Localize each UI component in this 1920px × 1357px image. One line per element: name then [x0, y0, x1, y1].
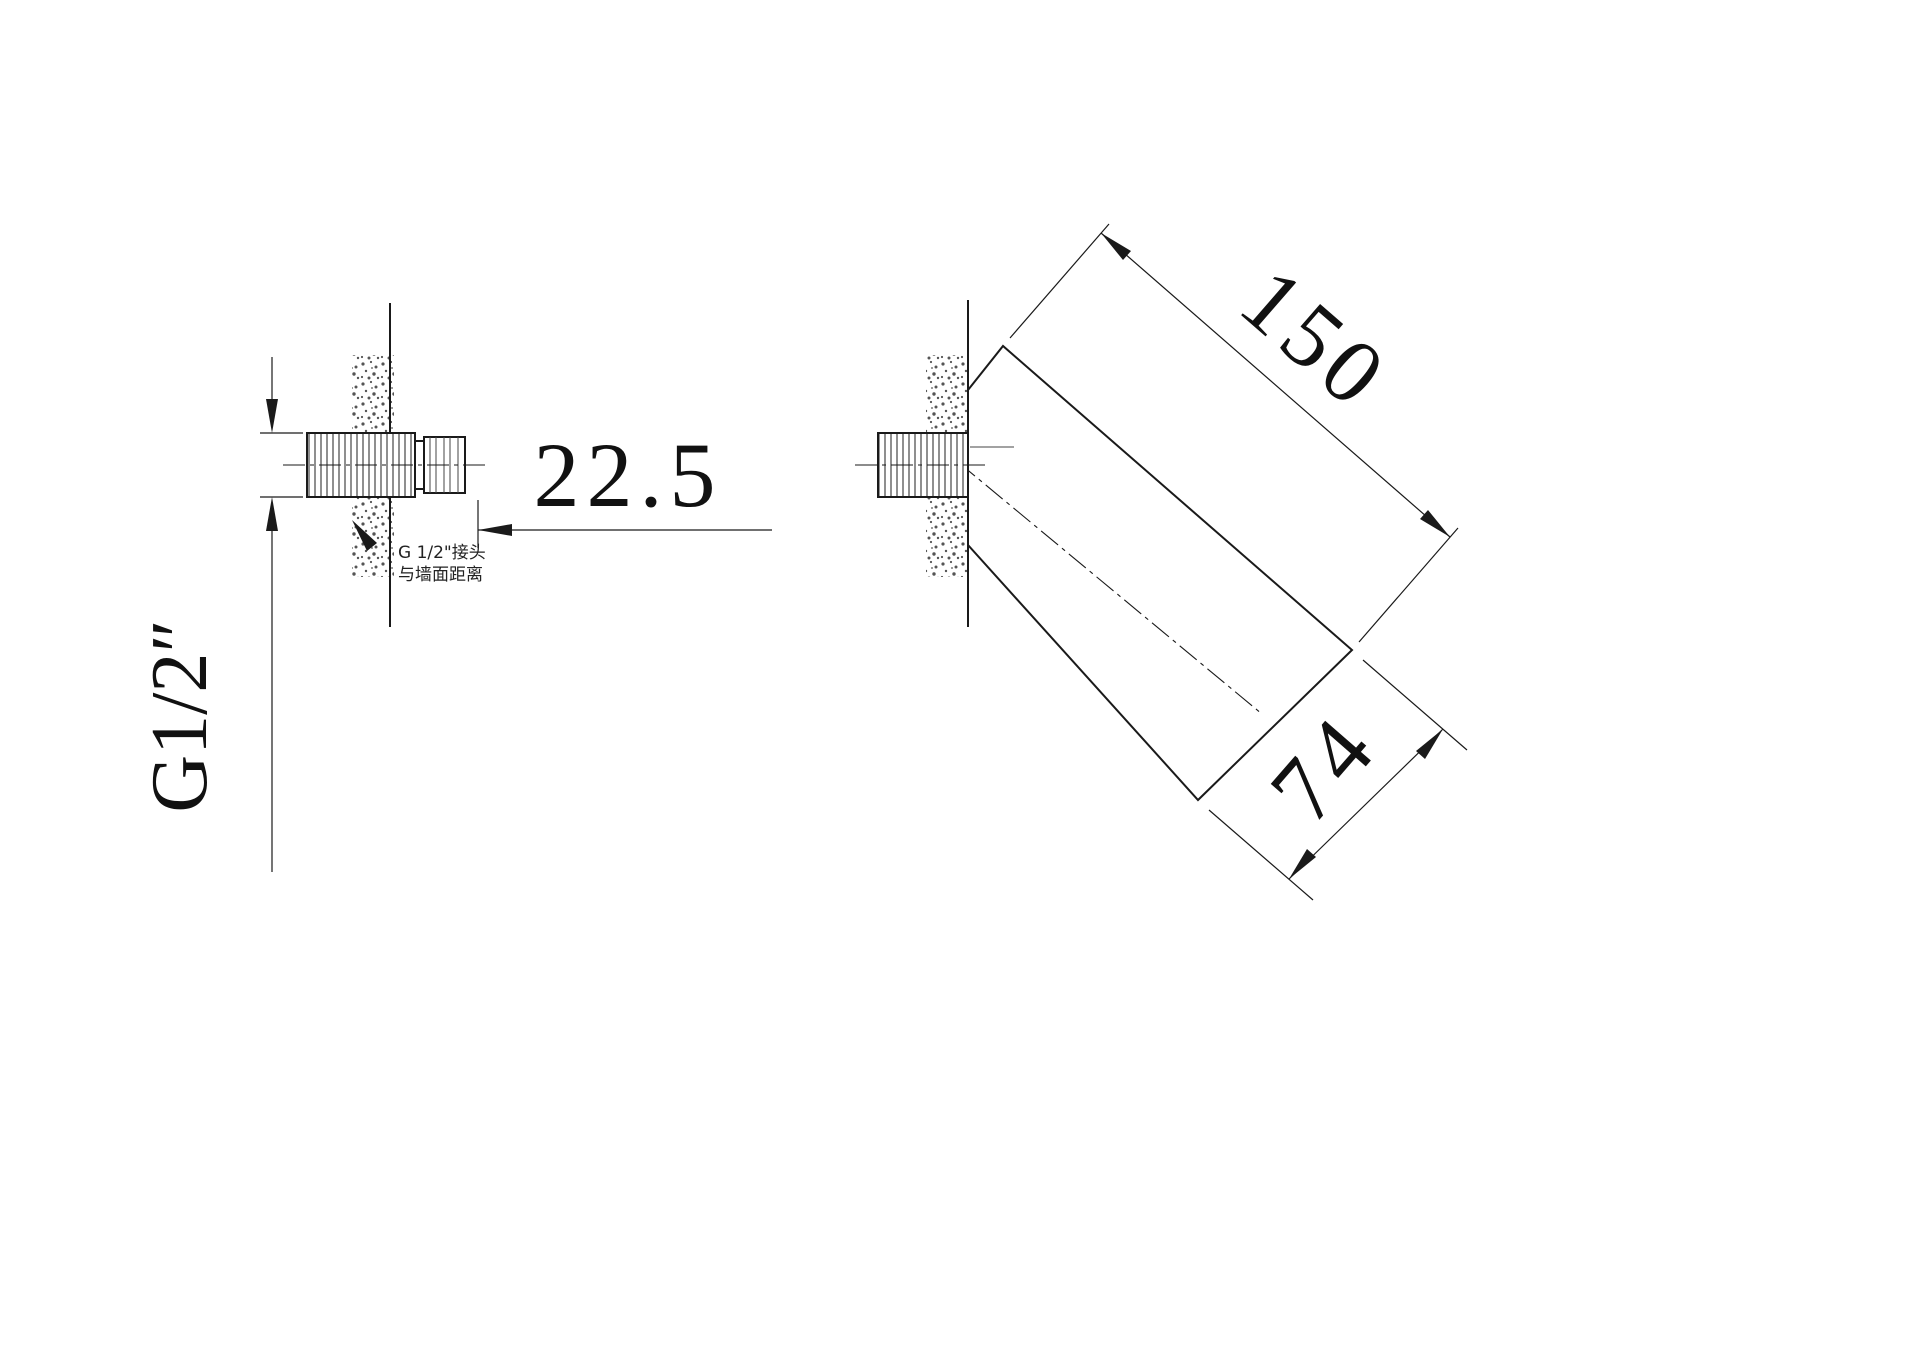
arrowhead-down — [266, 399, 278, 433]
spout-axis-centerline — [957, 461, 1263, 715]
arrowhead-upper-right — [1416, 729, 1443, 759]
thread-size-label: G1/2″ — [136, 619, 224, 812]
left-view-wall-connector: G1/2″ 22.5 G 1/2"接头 与墙面距离 — [136, 303, 772, 872]
arrowhead-upper-left — [1101, 233, 1131, 260]
note-line-1: G 1/2"接头 — [398, 543, 486, 563]
thread-diameter-dimension: G1/2″ — [136, 357, 303, 872]
arrowhead-up — [266, 497, 278, 531]
note-line-2: 与墙面距离 — [398, 565, 483, 585]
wall-distance-value: 22.5 — [534, 424, 723, 526]
arrowhead-lower-left — [1289, 849, 1316, 879]
threaded-pipe-right — [877, 432, 969, 498]
body-length-value: 150 — [1222, 248, 1409, 429]
arrowhead-left — [478, 524, 512, 536]
leader-arrowhead — [352, 520, 377, 551]
right-view-spout-body: 150 74 — [855, 223, 1468, 901]
wall-distance-dimension: 22.5 G 1/2"接头 与墙面距离 — [352, 424, 772, 585]
spout-body-outline — [967, 344, 1354, 802]
arrowhead-lower-right — [1420, 510, 1450, 537]
